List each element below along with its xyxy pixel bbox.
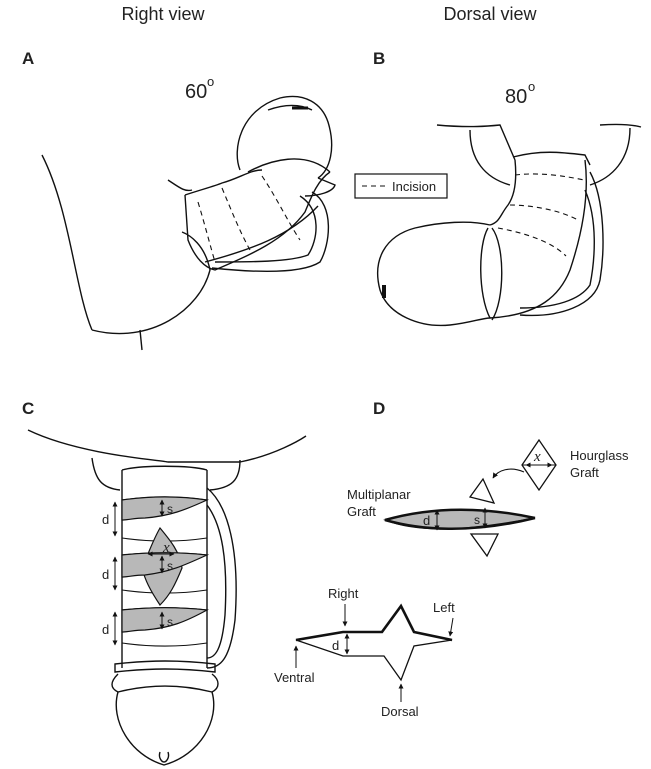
direction-dorsal-label: Dorsal [381,704,419,719]
panel-c-d-label-1: d [102,512,109,527]
direction-left-label: Left [433,600,455,615]
panel-c-d-label-3: d [102,622,109,637]
panel-c-x-label: x [162,540,170,556]
direction-ventral-label: Ventral [274,670,315,685]
multiplanar-d-label: d [423,513,430,528]
multiplanar-label-2: Graft [347,504,376,519]
incision-legend-label: Incision [392,179,436,194]
multiplanar-label-1: Multiplanar [347,487,411,502]
panel-a-angle: 60 [185,81,207,103]
panel-d-drawing: x Hourglass Graft d s Multiplanar Graft … [274,438,629,719]
dorsal-view-header: Dorsal view [443,4,537,24]
panel-d-label: D [373,399,385,418]
direction-right-label: Right [328,586,359,601]
panel-a-label: A [22,49,34,68]
panel-b-drawing: 80 o [376,79,642,327]
panel-b-angle: 80 [505,86,527,108]
cross-section-d-label: d [332,638,339,653]
incision-legend: Incision [354,173,448,199]
panel-c-label: C [22,399,34,418]
right-view-header: Right view [121,4,205,24]
multiplanar-s-label: s [474,513,480,527]
hourglass-label-2: Graft [570,465,599,480]
panel-c-s-label-1: s [167,502,173,516]
panel-c-d-label-2: d [102,567,109,582]
panel-c-drawing: d d d s s s x [27,429,307,766]
panel-a-degree: o [207,74,214,89]
panel-a-drawing: 60 o [41,74,336,351]
hourglass-label-1: Hourglass [570,448,629,463]
panel-b-degree: o [528,79,535,94]
panel-c-s-label-3: s [167,615,173,629]
panel-c-s-label-2: s [167,559,173,573]
hourglass-x-label: x [533,449,541,465]
panel-b-label: B [373,49,385,68]
